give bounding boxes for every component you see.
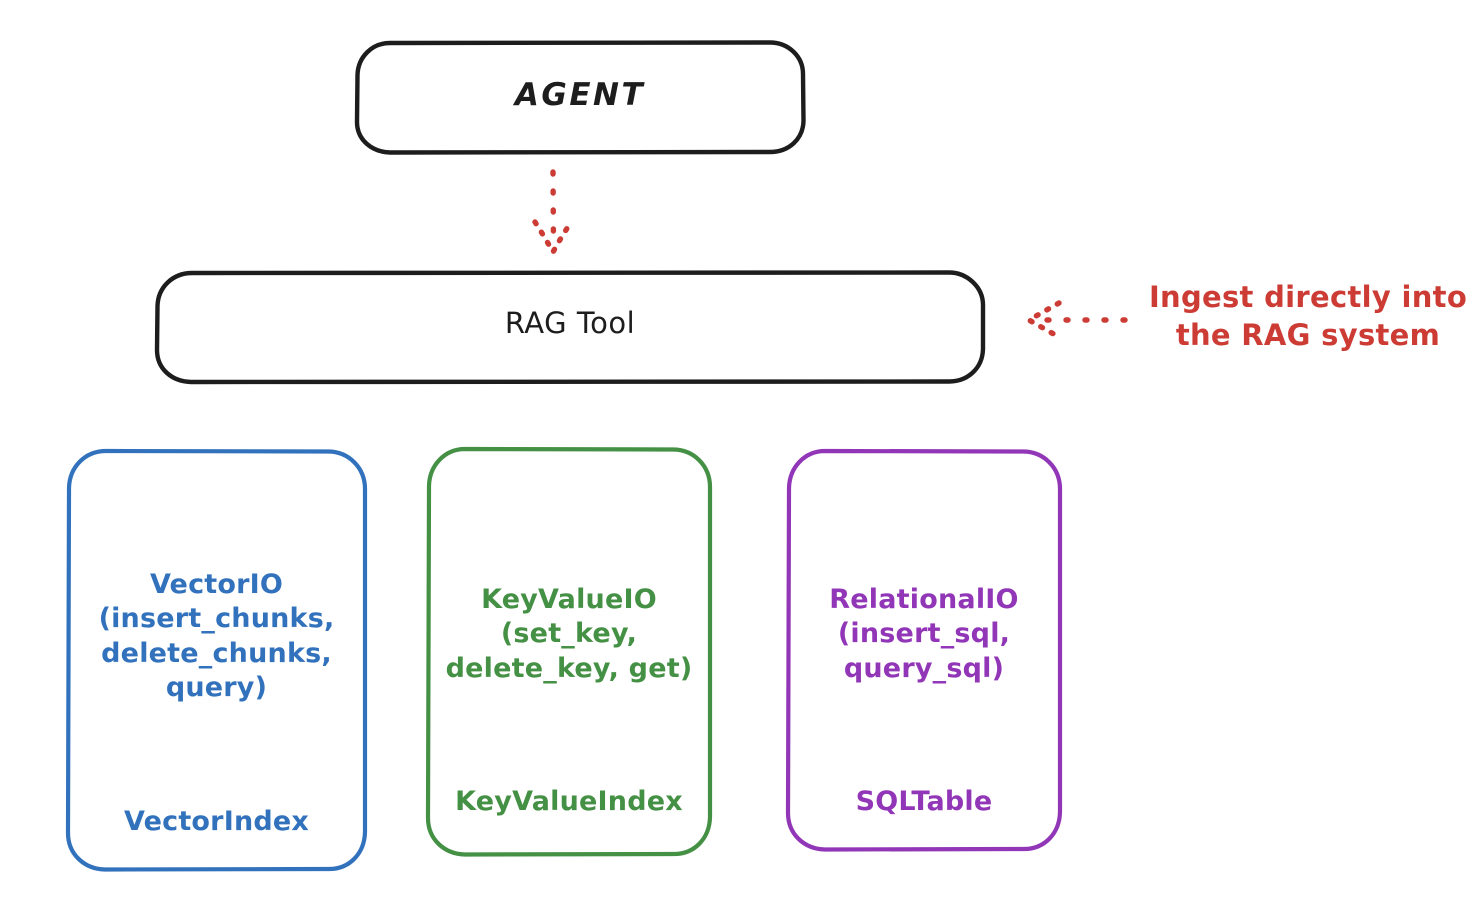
rag-tool-node[interactable] [154,270,986,385]
key-value-io-box-outline [425,446,713,857]
arrow-shaft-vertical [550,169,557,249]
ingest-to-rag-tool-arrow [1026,300,1128,340]
vector-io-box-outline [65,448,368,872]
arrow-head-vertical [532,219,574,255]
rag-tool-box-outline [154,270,986,385]
agent-node[interactable] [354,40,806,155]
agent-to-rag-tool-arrow [532,169,574,255]
relational-io-box-outline [785,448,1063,852]
agent-box-outline [354,40,806,155]
relational-io-node[interactable] [785,448,1063,852]
vector-io-node[interactable] [65,448,368,872]
arrow-head-horizontal [1026,300,1062,340]
key-value-io-node[interactable] [425,446,713,857]
